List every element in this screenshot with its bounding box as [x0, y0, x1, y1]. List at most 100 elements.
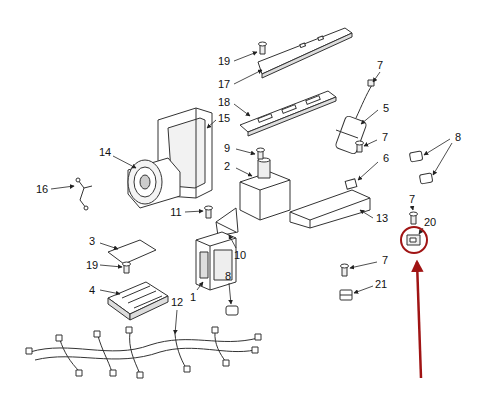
callout-number: 15 [217, 112, 231, 124]
fan-motor [128, 158, 180, 208]
air-duct [290, 198, 370, 220]
callout-number: 16 [35, 183, 49, 195]
transformer [196, 232, 236, 290]
wire-harness [255, 334, 261, 340]
fan-motor [134, 167, 156, 197]
magnetron [240, 180, 290, 190]
bracket [216, 208, 238, 236]
leader-lines [51, 52, 452, 334]
small-bracket [345, 179, 357, 189]
wire-lead [76, 178, 80, 182]
callout-number: 19 [85, 259, 99, 271]
leader-lines [360, 210, 373, 218]
screw [123, 262, 131, 266]
leader-lines [234, 52, 257, 61]
callout-number: 8 [454, 131, 462, 143]
callout-number: 19 [217, 55, 231, 67]
switch-part [410, 238, 416, 242]
switch-part [407, 235, 420, 245]
callout-number: 3 [88, 235, 96, 247]
thermal-fuse [368, 80, 374, 86]
callout-number: 7 [408, 193, 416, 205]
leader-lines [229, 235, 236, 248]
thermal-fuse [336, 130, 358, 138]
wire-harness [76, 370, 82, 376]
highlight [401, 227, 427, 253]
wire-lead [78, 180, 92, 208]
leader-lines [207, 120, 216, 128]
callout-number: 2 [223, 160, 231, 172]
leader-lines [373, 72, 380, 82]
leader-lines [358, 162, 378, 180]
control-bracket [258, 28, 352, 74]
thermal-fuse [356, 85, 372, 118]
thermal-fuse [335, 115, 367, 154]
leader-lines [185, 211, 203, 212]
air-duct [310, 220, 311, 228]
control-bracket [258, 28, 352, 78]
wire-harness [212, 327, 218, 333]
base-plate [128, 291, 156, 303]
transformer [210, 246, 211, 290]
screw [257, 148, 265, 159]
wire-harness [110, 370, 116, 376]
callout-number: 7 [381, 131, 389, 143]
leader-lines [175, 310, 177, 334]
leader-lines [113, 156, 136, 168]
cover-plate [108, 240, 156, 264]
leader-lines [197, 282, 203, 290]
small-bracket [345, 179, 357, 189]
control-bracket [262, 33, 352, 78]
leader-lines [364, 140, 377, 146]
air-duct [290, 190, 370, 228]
callout-number: 12 [170, 296, 184, 308]
leader-lines [433, 143, 452, 175]
leader-lines [354, 286, 373, 293]
screw [259, 42, 267, 54]
magnetron [240, 158, 290, 220]
callout-number: 13 [375, 212, 389, 224]
leader-lines [412, 206, 413, 210]
switch-part [407, 235, 420, 245]
screw [123, 262, 131, 273]
transformer [196, 238, 236, 246]
wire-harness [184, 366, 190, 372]
base-plate [134, 296, 162, 308]
base-plate [122, 286, 150, 298]
fan-motor [140, 175, 150, 189]
callout-number: 9 [223, 142, 231, 154]
callout-number: 7 [381, 254, 389, 266]
small-bracket [340, 290, 352, 300]
transformer [196, 232, 236, 290]
clip [409, 151, 422, 162]
control-bracket [300, 43, 306, 48]
thermal-fuse [335, 80, 374, 155]
wire-harness [223, 360, 229, 366]
highlight [401, 227, 427, 378]
base-plate [108, 282, 168, 320]
callout-number: 7 [376, 59, 384, 71]
wire-harness [94, 331, 100, 337]
magnetron [240, 172, 290, 220]
wire-harness [26, 327, 261, 378]
screw [356, 141, 364, 152]
wire-harness [56, 335, 62, 341]
fan-motor [128, 158, 180, 208]
leader-lines [234, 104, 250, 116]
wire-lead [84, 206, 88, 210]
control-bracket [318, 36, 324, 41]
callout-number: 11 [169, 206, 182, 218]
callout-number: 18 [217, 96, 231, 108]
base-plate [108, 298, 130, 320]
leader-lines [236, 168, 252, 176]
screw [259, 42, 267, 46]
callout-number: 5 [382, 102, 390, 114]
small-bracket [340, 290, 352, 300]
cover-plate [108, 240, 156, 264]
leader-lines [234, 70, 262, 84]
wire-harness [26, 327, 261, 378]
support-bar [306, 96, 321, 105]
screw [410, 212, 418, 224]
bracket [216, 222, 236, 232]
